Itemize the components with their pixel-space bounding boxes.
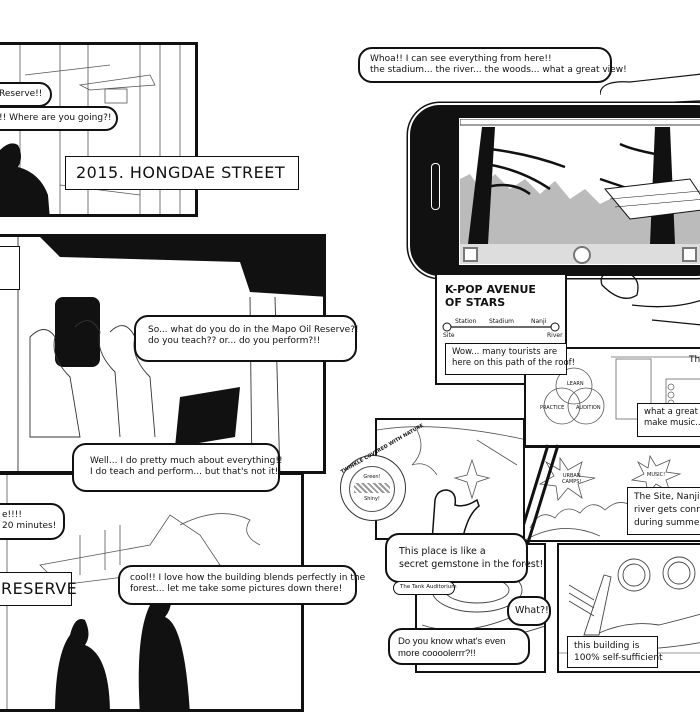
caption-line: Wow... many tourists are bbox=[452, 347, 558, 357]
speech-bubble-where-going: !! Where are you going?! bbox=[0, 106, 118, 131]
map-stop-station: Station bbox=[455, 318, 477, 325]
venn-diagram bbox=[543, 367, 605, 425]
blank-caption-box bbox=[0, 246, 20, 290]
venn-label-practice: PRACTICE bbox=[540, 405, 565, 411]
badge-shiny: Shiny! bbox=[364, 496, 380, 502]
caption-line: river gets connec bbox=[634, 505, 700, 515]
burst-urban-camps: URBAN CAMPS! bbox=[562, 473, 581, 485]
map-stop-stadium: Stadium bbox=[489, 318, 514, 325]
map-stop-nanji: Nanji bbox=[531, 318, 547, 325]
badge-inner: Green! Shiny! bbox=[349, 466, 395, 512]
bubble-line: cool!! I love how the building blends pe… bbox=[130, 573, 366, 583]
forest-twinkle-illustration bbox=[377, 426, 523, 538]
bubble-text: Reserve!! bbox=[0, 89, 43, 99]
phone-home-button[interactable] bbox=[431, 163, 440, 210]
speech-bubble-great-view: Whoa!! I can see everything from here!! … bbox=[358, 47, 627, 83]
bubble-line: I do teach and perform... but that's not… bbox=[90, 467, 279, 477]
twinkle-badge: TWINKLE COVERED WITH NATURE Green! Shiny… bbox=[340, 423, 425, 521]
speech-bubble-question: So... what do you do in the Mapo Oil Res… bbox=[134, 315, 359, 362]
reserve-illustration bbox=[6, 475, 261, 709]
bubble-text: !! Where are you going?! bbox=[0, 113, 112, 123]
caption-line: make music... a bbox=[644, 418, 700, 428]
venn-label-learn: LEARN bbox=[567, 381, 584, 387]
burst-music: MUSIC! bbox=[647, 472, 666, 478]
caption-line: here on this path of the roof! bbox=[452, 358, 576, 368]
caption-line: during summer! bbox=[634, 518, 700, 528]
speech-bubble-what: What?! bbox=[507, 596, 551, 626]
speech-bubble-gemstone: This place is like a secret gemstone in … bbox=[385, 533, 544, 583]
person-silhouette bbox=[138, 589, 190, 709]
man-silhouette bbox=[0, 143, 50, 214]
bubble-line: Whoa!! I can see everything from here!! bbox=[370, 54, 552, 64]
studio-heading: The bbox=[689, 355, 700, 365]
smartphone bbox=[410, 105, 700, 276]
speech-bubble-cooler: Do you know what's even more coooolerrr?… bbox=[388, 628, 530, 665]
speech-bubble-answer: Well... I do pretty much about everythin… bbox=[72, 443, 283, 492]
map-end-site: Site bbox=[443, 332, 455, 339]
caption-self-sufficient: this building is 100% self-sufficient bbox=[567, 636, 663, 668]
gallery-icon[interactable] bbox=[463, 247, 478, 262]
speech-bubble-cool: cool!! I love how the building blends pe… bbox=[118, 565, 366, 605]
map-title: K-POP AVENUE OF STARS bbox=[445, 283, 536, 309]
hand-finger-top bbox=[600, 73, 700, 106]
bubble-line: secret gemstone in the forest! bbox=[399, 559, 544, 570]
caption-line: 100% self-sufficient bbox=[574, 653, 663, 663]
speech-bubble-reserve: Reserve!! bbox=[0, 82, 52, 107]
speech-bubble-20-minutes: e!!!! 20 minutes! bbox=[0, 503, 65, 540]
forest-stadium-photo bbox=[460, 119, 700, 264]
caption-hongdae-street: 2015. HONGDAE STREET bbox=[65, 156, 299, 190]
title-line: OF STARS bbox=[445, 296, 506, 309]
bubble-line: Do you know what's even bbox=[398, 636, 506, 647]
route-line bbox=[442, 322, 560, 332]
bubble-line: So... what do you do in the Mapo Oil Res… bbox=[148, 325, 359, 335]
caption-reserve: RESERVE bbox=[0, 572, 77, 606]
phone-screen bbox=[459, 118, 700, 265]
bubble-line: 20 minutes! bbox=[2, 521, 57, 531]
bubble-line: e!!!! bbox=[2, 510, 22, 520]
burst-line: CAMPS! bbox=[562, 479, 582, 485]
camera-shutter-icon[interactable] bbox=[573, 246, 591, 264]
person-silhouette bbox=[55, 619, 110, 709]
badge-wave bbox=[354, 483, 390, 493]
switch-icon[interactable] bbox=[682, 247, 697, 262]
bubble-line: do you teach?? or... do you perform?!! bbox=[148, 336, 321, 346]
caption-line: The Site, Nanji is bbox=[634, 492, 700, 502]
bubble-line: This place is like a bbox=[399, 546, 486, 557]
bubble-line: more coooolerrr?!! bbox=[398, 648, 476, 659]
title-line: K-POP AVENUE bbox=[445, 283, 536, 296]
caption-tourists: Wow... many tourists are here on this pa… bbox=[445, 343, 576, 375]
bubble-line: forest... let me take some pictures down… bbox=[130, 584, 343, 594]
person-outline bbox=[431, 489, 480, 538]
street-background-illustration bbox=[0, 45, 181, 214]
subway-illustration bbox=[17, 237, 323, 471]
bubble-text: What?! bbox=[515, 605, 549, 616]
label-tank-auditorium: The Tank Auditorium bbox=[393, 581, 457, 595]
badge-green: Green! bbox=[363, 474, 381, 480]
caption-great-place: what a great p make music... a bbox=[637, 403, 700, 437]
caption-line: this building is bbox=[574, 641, 640, 651]
map-end-river: River bbox=[547, 332, 563, 339]
label-text: The Tank Auditorium bbox=[400, 584, 457, 590]
burst-line: URBAN bbox=[562, 473, 581, 479]
hand-thumb-bottom bbox=[600, 271, 700, 326]
caption-line: what a great p bbox=[644, 407, 700, 417]
bubble-line: the stadium... the river... the woods...… bbox=[370, 65, 627, 75]
venn-label-audition: AUDITION bbox=[576, 405, 601, 411]
caption-text: 2015. HONGDAE STREET bbox=[76, 163, 286, 182]
caption-site-nanji: The Site, Nanji is river gets connec dur… bbox=[627, 487, 700, 535]
bubble-line: Well... I do pretty much about everythin… bbox=[90, 456, 283, 466]
caption-text: RESERVE bbox=[1, 579, 78, 598]
